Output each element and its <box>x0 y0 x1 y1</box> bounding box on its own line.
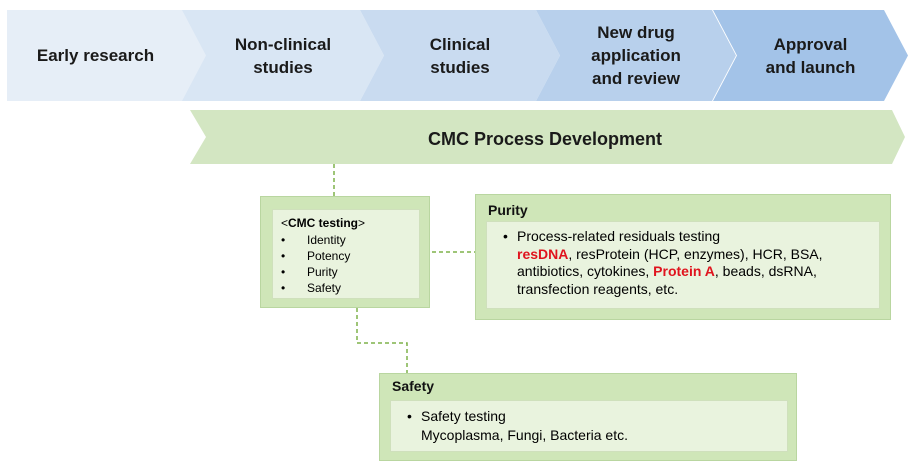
stage-label-line: Approval <box>773 34 848 54</box>
stage-arrow <box>7 10 208 101</box>
purity-box: Purity Process-related residuals testing… <box>475 194 891 320</box>
cmc-process-arrow <box>190 110 905 164</box>
stage-arrow <box>360 10 560 101</box>
cmc-process-label: CMC Process Development <box>427 128 663 149</box>
stage-label: New drug application and review <box>560 10 712 101</box>
list-item: Safety <box>281 280 350 296</box>
purity-line-1: Process-related residuals testing <box>501 228 873 246</box>
purity-inner: Process-related residuals testing resDNA… <box>486 221 880 309</box>
open-bracket: < <box>281 216 289 230</box>
stage-label: Approval and launch <box>737 10 884 101</box>
stage-label: Early research <box>7 10 184 101</box>
purity-list: Process-related residuals testing <box>501 228 873 246</box>
stage-label-text: New drug application and review <box>591 21 681 90</box>
safety-content: Safety testing Mycoplasma, Fungi, Bacter… <box>405 407 628 445</box>
purity-content: Process-related residuals testing resDNA… <box>501 228 873 298</box>
cmc-testing-list: Identity Potency Purity Safety <box>281 232 350 296</box>
cmc-testing-inner: <CMC testing> Identity Potency Purity Sa… <box>272 209 420 299</box>
purity-text: antibiotics, cytokines, <box>517 263 654 279</box>
resdna-highlight: resDNA <box>517 245 569 262</box>
list-item: Potency <box>281 248 350 264</box>
stage-label-text: Approval and launch <box>766 33 856 79</box>
protein-a-highlight: Protein A <box>653 263 715 279</box>
connector-testing-to-safety <box>356 308 408 373</box>
stage-label-line: application <box>591 46 681 65</box>
safety-line-2: Mycoplasma, Fungi, Bacteria etc. <box>421 427 628 443</box>
stage-arrow <box>713 10 908 101</box>
stage-label-line: Clinical <box>429 34 491 54</box>
connectors <box>333 164 475 373</box>
purity-line-3: antibiotics, cytokines, Protein A, beads… <box>501 263 873 281</box>
stage-label-line: studies <box>430 57 490 77</box>
stage-label-line: Non-clinical <box>234 34 332 54</box>
safety-line-1: Safety testing <box>405 407 628 426</box>
stage-label: Non-clinical studies <box>206 10 360 101</box>
stage-label-text: Clinical studies <box>430 33 490 79</box>
cmc-testing-box: <CMC testing> Identity Potency Purity Sa… <box>260 196 430 308</box>
purity-line-2: resDNA, resProtein (HCP, enzymes), HCR, … <box>501 246 873 264</box>
stage-arrows <box>7 10 908 101</box>
cmc-testing-header: <CMC testing> <box>281 216 365 230</box>
close-bracket: > <box>358 216 366 230</box>
stage-label-line: New drug <box>597 23 675 42</box>
stage-label: Clinical studies <box>384 10 536 101</box>
purity-title: Purity <box>488 202 528 218</box>
purity-text: , beads, dsRNA, <box>714 263 817 279</box>
stage-label-text: Non-clinical studies <box>235 33 331 79</box>
stage-label-line: studies <box>253 57 313 77</box>
purity-line-4: transfection reagents, etc. <box>517 280 679 297</box>
stage-label-line: Early research <box>36 46 155 65</box>
safety-list: Safety testing <box>405 407 628 426</box>
list-item: Identity <box>281 232 350 248</box>
stage-label-text: Early research <box>37 44 154 67</box>
stage-arrow <box>536 10 736 101</box>
cmc-testing-title: CMC testing <box>288 216 359 230</box>
safety-title: Safety <box>392 378 435 394</box>
safety-box: Safety Safety testing Mycoplasma, Fungi,… <box>379 373 797 461</box>
stage-arrow <box>182 10 384 101</box>
purity-text: , resProtein (HCP, enzymes), HCR, BSA, <box>568 245 823 262</box>
safety-inner: Safety testing Mycoplasma, Fungi, Bacter… <box>390 400 788 452</box>
stage-label-line: and review <box>592 69 680 88</box>
list-item: Purity <box>281 264 350 280</box>
stage-label-line: and launch <box>765 57 856 77</box>
